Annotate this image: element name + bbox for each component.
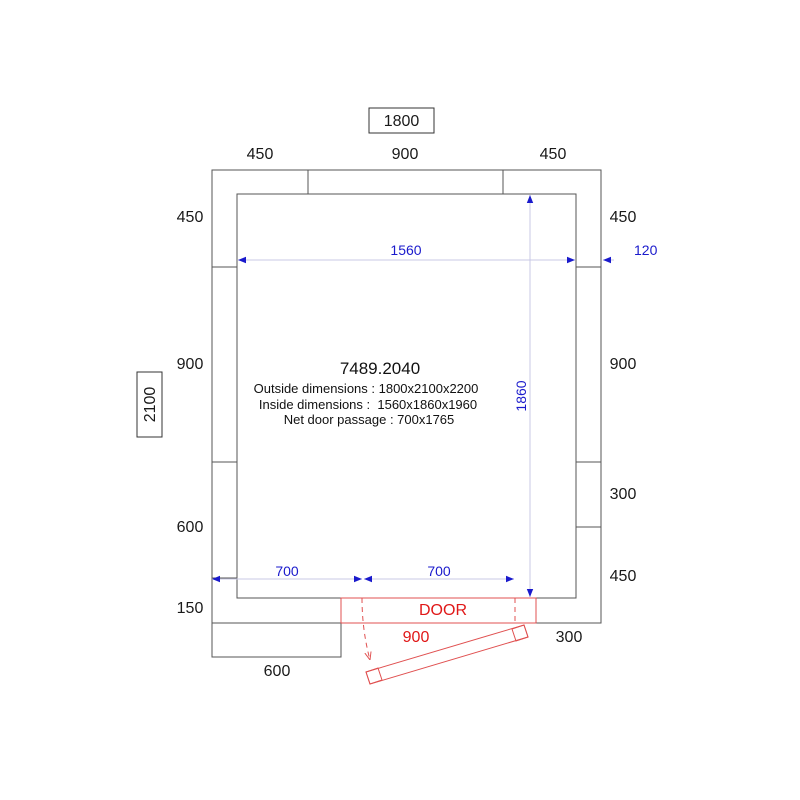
left-span-label: 700 bbox=[275, 563, 299, 579]
right-panel-label: 450 bbox=[610, 568, 637, 585]
top-panel-label: 450 bbox=[540, 146, 567, 163]
door-passage: Net door passage : 700x1765 bbox=[284, 412, 455, 427]
overall-width-box bbox=[368, 107, 435, 134]
inner-depth-label: 1860 bbox=[513, 380, 529, 411]
model-title: 7489.2040 bbox=[340, 359, 420, 378]
left-panel-label: 150 bbox=[177, 600, 204, 617]
right-panel-label: 900 bbox=[610, 356, 637, 373]
right-panel-label: 300 bbox=[610, 486, 637, 503]
inside-dimensions: Inside dimensions : 1560x1860x1960 bbox=[259, 397, 477, 412]
overall-width-label: 1800 bbox=[384, 113, 420, 130]
left-panel-label: 450 bbox=[177, 209, 204, 226]
top-panel-label: 450 bbox=[247, 146, 274, 163]
outside-dimensions: Outside dimensions : 1800x2100x2200 bbox=[254, 381, 479, 396]
bottom-right-panel-label: 300 bbox=[556, 629, 583, 646]
overall-depth-label: 2100 bbox=[142, 387, 159, 423]
wall-thickness-label: 120 bbox=[634, 242, 658, 258]
door-leaf bbox=[365, 624, 529, 685]
left-panel-label: 900 bbox=[177, 356, 204, 373]
overall-depth-box bbox=[136, 371, 163, 438]
door-swing-arc bbox=[361, 597, 370, 660]
inner-wall bbox=[236, 193, 577, 599]
bottom-left-panel bbox=[211, 598, 342, 658]
right-panel-label: 450 bbox=[610, 209, 637, 226]
top-panel-label: 900 bbox=[392, 146, 419, 163]
inner-width-label: 1560 bbox=[390, 242, 421, 258]
door-width-label: 900 bbox=[403, 629, 430, 646]
door-label: DOOR bbox=[419, 602, 467, 619]
bottom-left-panel-label: 600 bbox=[264, 663, 291, 680]
right-span-label: 700 bbox=[427, 563, 451, 579]
left-panel-label: 600 bbox=[177, 519, 204, 536]
